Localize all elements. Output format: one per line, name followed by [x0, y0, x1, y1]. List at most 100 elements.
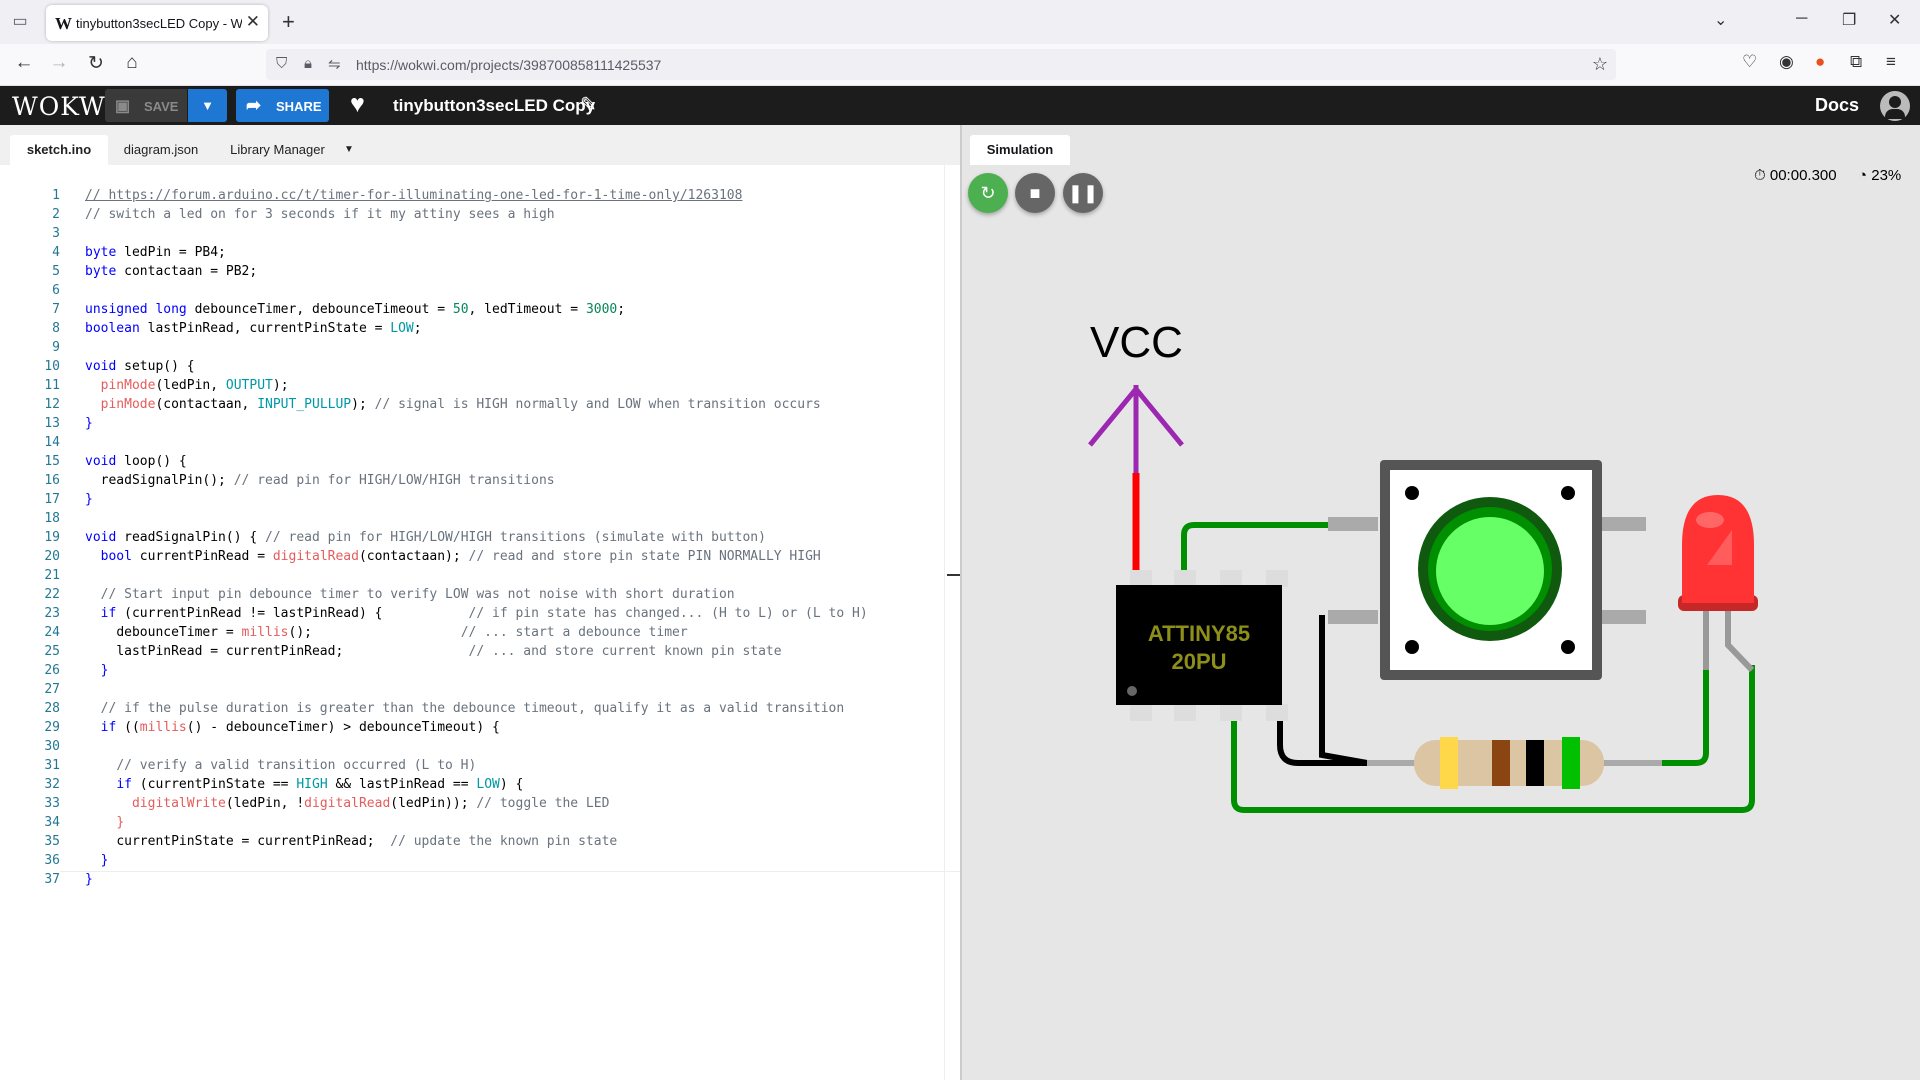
wire-led-anode[interactable] — [1652, 665, 1709, 766]
line-number: 36 — [44, 853, 60, 868]
shield-icon[interactable]: ⛉ — [276, 55, 288, 72]
share-button[interactable]: ➦ SHARE — [236, 89, 329, 122]
code-line: // https://forum.arduino.cc/t/timer-for-… — [85, 188, 743, 203]
line-number: 28 — [44, 701, 60, 716]
line-number: 17 — [44, 492, 60, 507]
code-line: } — [85, 872, 93, 887]
button-cap[interactable] — [1436, 517, 1544, 625]
home-icon[interactable]: ⌂ — [126, 52, 138, 73]
vcc-symbol[interactable] — [1088, 385, 1184, 475]
close-tab-icon[interactable]: ✕ — [245, 12, 260, 31]
pause-simulation-button[interactable]: ❚❚ — [1063, 173, 1103, 213]
editor-overview-ruler-marker — [947, 574, 960, 576]
share-arrow-icon: ➦ — [246, 95, 262, 115]
back-icon[interactable]: ← — [14, 52, 34, 73]
permissions-icon[interactable]: ⇋ — [328, 56, 341, 73]
line-number: 18 — [44, 511, 60, 526]
line-number: 37 — [44, 872, 60, 887]
line-number: 34 — [44, 815, 60, 830]
stop-icon: ■ — [1029, 183, 1041, 203]
line-number: 11 — [44, 378, 60, 393]
project-title[interactable]: tinybutton3secLED Copy — [393, 96, 596, 115]
avatar[interactable] — [1880, 91, 1910, 121]
led-red[interactable] — [1678, 495, 1758, 673]
browser-tab[interactable]: W tinybutton3secLED Copy - Wokwi ✕ — [46, 5, 268, 41]
save-button[interactable]: ▣ SAVE — [105, 89, 187, 122]
tab-diagram-json[interactable]: diagram.json — [123, 142, 199, 157]
heart-icon[interactable]: ♥ — [350, 90, 365, 118]
account-icon[interactable]: ◉ — [1779, 52, 1794, 71]
tab-library-manager[interactable]: Library Manager — [230, 142, 325, 157]
restart-simulation-button[interactable]: ↻ — [968, 173, 1008, 213]
wire-button[interactable] — [1181, 522, 1328, 570]
line-number: 10 — [44, 359, 60, 374]
wire-gnd[interactable] — [1319, 615, 1374, 766]
url-bar[interactable]: ⛉ 🔒︎ ⇋ https://wokwi.com/projects/398700… — [266, 49, 1616, 80]
code-line: // verify a valid transition occurred (L… — [116, 758, 477, 773]
code-line: if (currentPinState == HIGH && lastPinRe… — [116, 777, 524, 792]
speed-value: 23% — [1871, 167, 1902, 184]
pushbutton[interactable] — [1328, 460, 1646, 680]
wire-gnd-2[interactable] — [1277, 715, 1367, 766]
stop-simulation-button[interactable]: ■ — [1015, 173, 1055, 213]
code-line: unsigned long debounceTimer, debounceTim… — [85, 302, 626, 317]
tab-simulation[interactable]: Simulation — [970, 135, 1070, 165]
stopwatch-icon: ⏱ — [1754, 167, 1766, 184]
close-window-icon[interactable]: ✕ — [1888, 12, 1902, 29]
code-line: } — [100, 853, 109, 868]
current-line-highlight — [60, 871, 960, 872]
pencil-icon[interactable]: ✎ — [580, 94, 597, 116]
resistor[interactable] — [1367, 737, 1662, 789]
panel-divider[interactable] — [960, 125, 962, 1080]
line-number: 2 — [52, 207, 60, 222]
code-line: pinMode(ledPin, OUTPUT); — [100, 378, 289, 393]
tab-list-icon[interactable]: ▭ — [12, 13, 28, 30]
tab-sketch-ino[interactable]: sketch.ino — [10, 135, 108, 165]
code-line: // if the pulse duration is greater than… — [100, 701, 845, 716]
tab-title: tinybutton3secLED Copy - Wokwi — [76, 16, 242, 31]
code-editor[interactable]: 1 2 3 4 5 6 7 8 9 10 11 12 13 14 15 16 1… — [0, 165, 960, 1080]
menu-icon[interactable]: ≡ — [1886, 52, 1896, 71]
line-number: 15 — [44, 454, 60, 469]
line-number: 33 — [44, 796, 60, 811]
editor-tab-bar: sketch.ino diagram.json Library Manager … — [0, 125, 960, 165]
code-line: if (currentPinRead != lastPinRead) { // … — [100, 606, 868, 621]
line-number: 16 — [44, 473, 60, 488]
code-line: // Start input pin debounce timer to ver… — [100, 587, 735, 602]
list-all-tabs-icon[interactable]: ⌄ — [1714, 12, 1728, 29]
code-line: // switch a led on for 3 seconds if it m… — [85, 207, 555, 222]
simulation-timer: ⏱ 00:00.300 — [1754, 167, 1837, 184]
wire-led-cathode[interactable] — [1231, 665, 1755, 813]
line-number: 23 — [44, 606, 60, 621]
attiny85-chip[interactable]: ATTINY85 20PU — [1116, 570, 1288, 721]
code-line: void readSignalPin() { // read pin for H… — [85, 530, 766, 545]
new-tab-icon[interactable]: + — [282, 9, 295, 34]
minimize-icon[interactable]: ─ — [1796, 10, 1808, 27]
pocket-icon[interactable]: ♡ — [1742, 52, 1758, 71]
wokwi-logo[interactable]: WOKWi — [12, 92, 115, 121]
editor-scrollbar[interactable] — [944, 165, 961, 1080]
code-line: } — [85, 416, 93, 431]
forward-icon[interactable]: → — [49, 52, 69, 73]
caret-down-icon[interactable]: ▼ — [344, 144, 354, 155]
line-number: 14 — [44, 435, 60, 450]
line-number: 12 — [44, 397, 60, 412]
share-label: SHARE — [276, 99, 322, 114]
lock-icon[interactable]: 🔒︎ — [304, 55, 312, 72]
circuit-diagram[interactable]: VCC ATTINY85 20PU — [962, 125, 1920, 1080]
restore-icon[interactable]: ❐ — [1842, 12, 1857, 29]
bookmark-star-icon[interactable]: ☆ — [1591, 54, 1608, 74]
save-options-button[interactable]: ▼ — [188, 89, 227, 122]
restart-icon: ↻ — [980, 183, 996, 203]
url-text[interactable]: https://wokwi.com/projects/3987008581114… — [356, 57, 662, 73]
line-number: 25 — [44, 644, 60, 659]
code-line: } — [116, 815, 125, 830]
extensions-icon[interactable]: ⧉ — [1850, 52, 1863, 71]
code-line: readSignalPin(); // read pin for HIGH/LO… — [100, 473, 555, 488]
save-label: SAVE — [144, 99, 179, 114]
extension-addon-icon[interactable]: ● — [1815, 52, 1826, 71]
docs-link[interactable]: Docs — [1815, 95, 1860, 115]
line-number: 5 — [52, 264, 60, 279]
reload-icon[interactable]: ↻ — [88, 53, 104, 74]
floppy-disk-icon: ▣ — [115, 98, 131, 115]
